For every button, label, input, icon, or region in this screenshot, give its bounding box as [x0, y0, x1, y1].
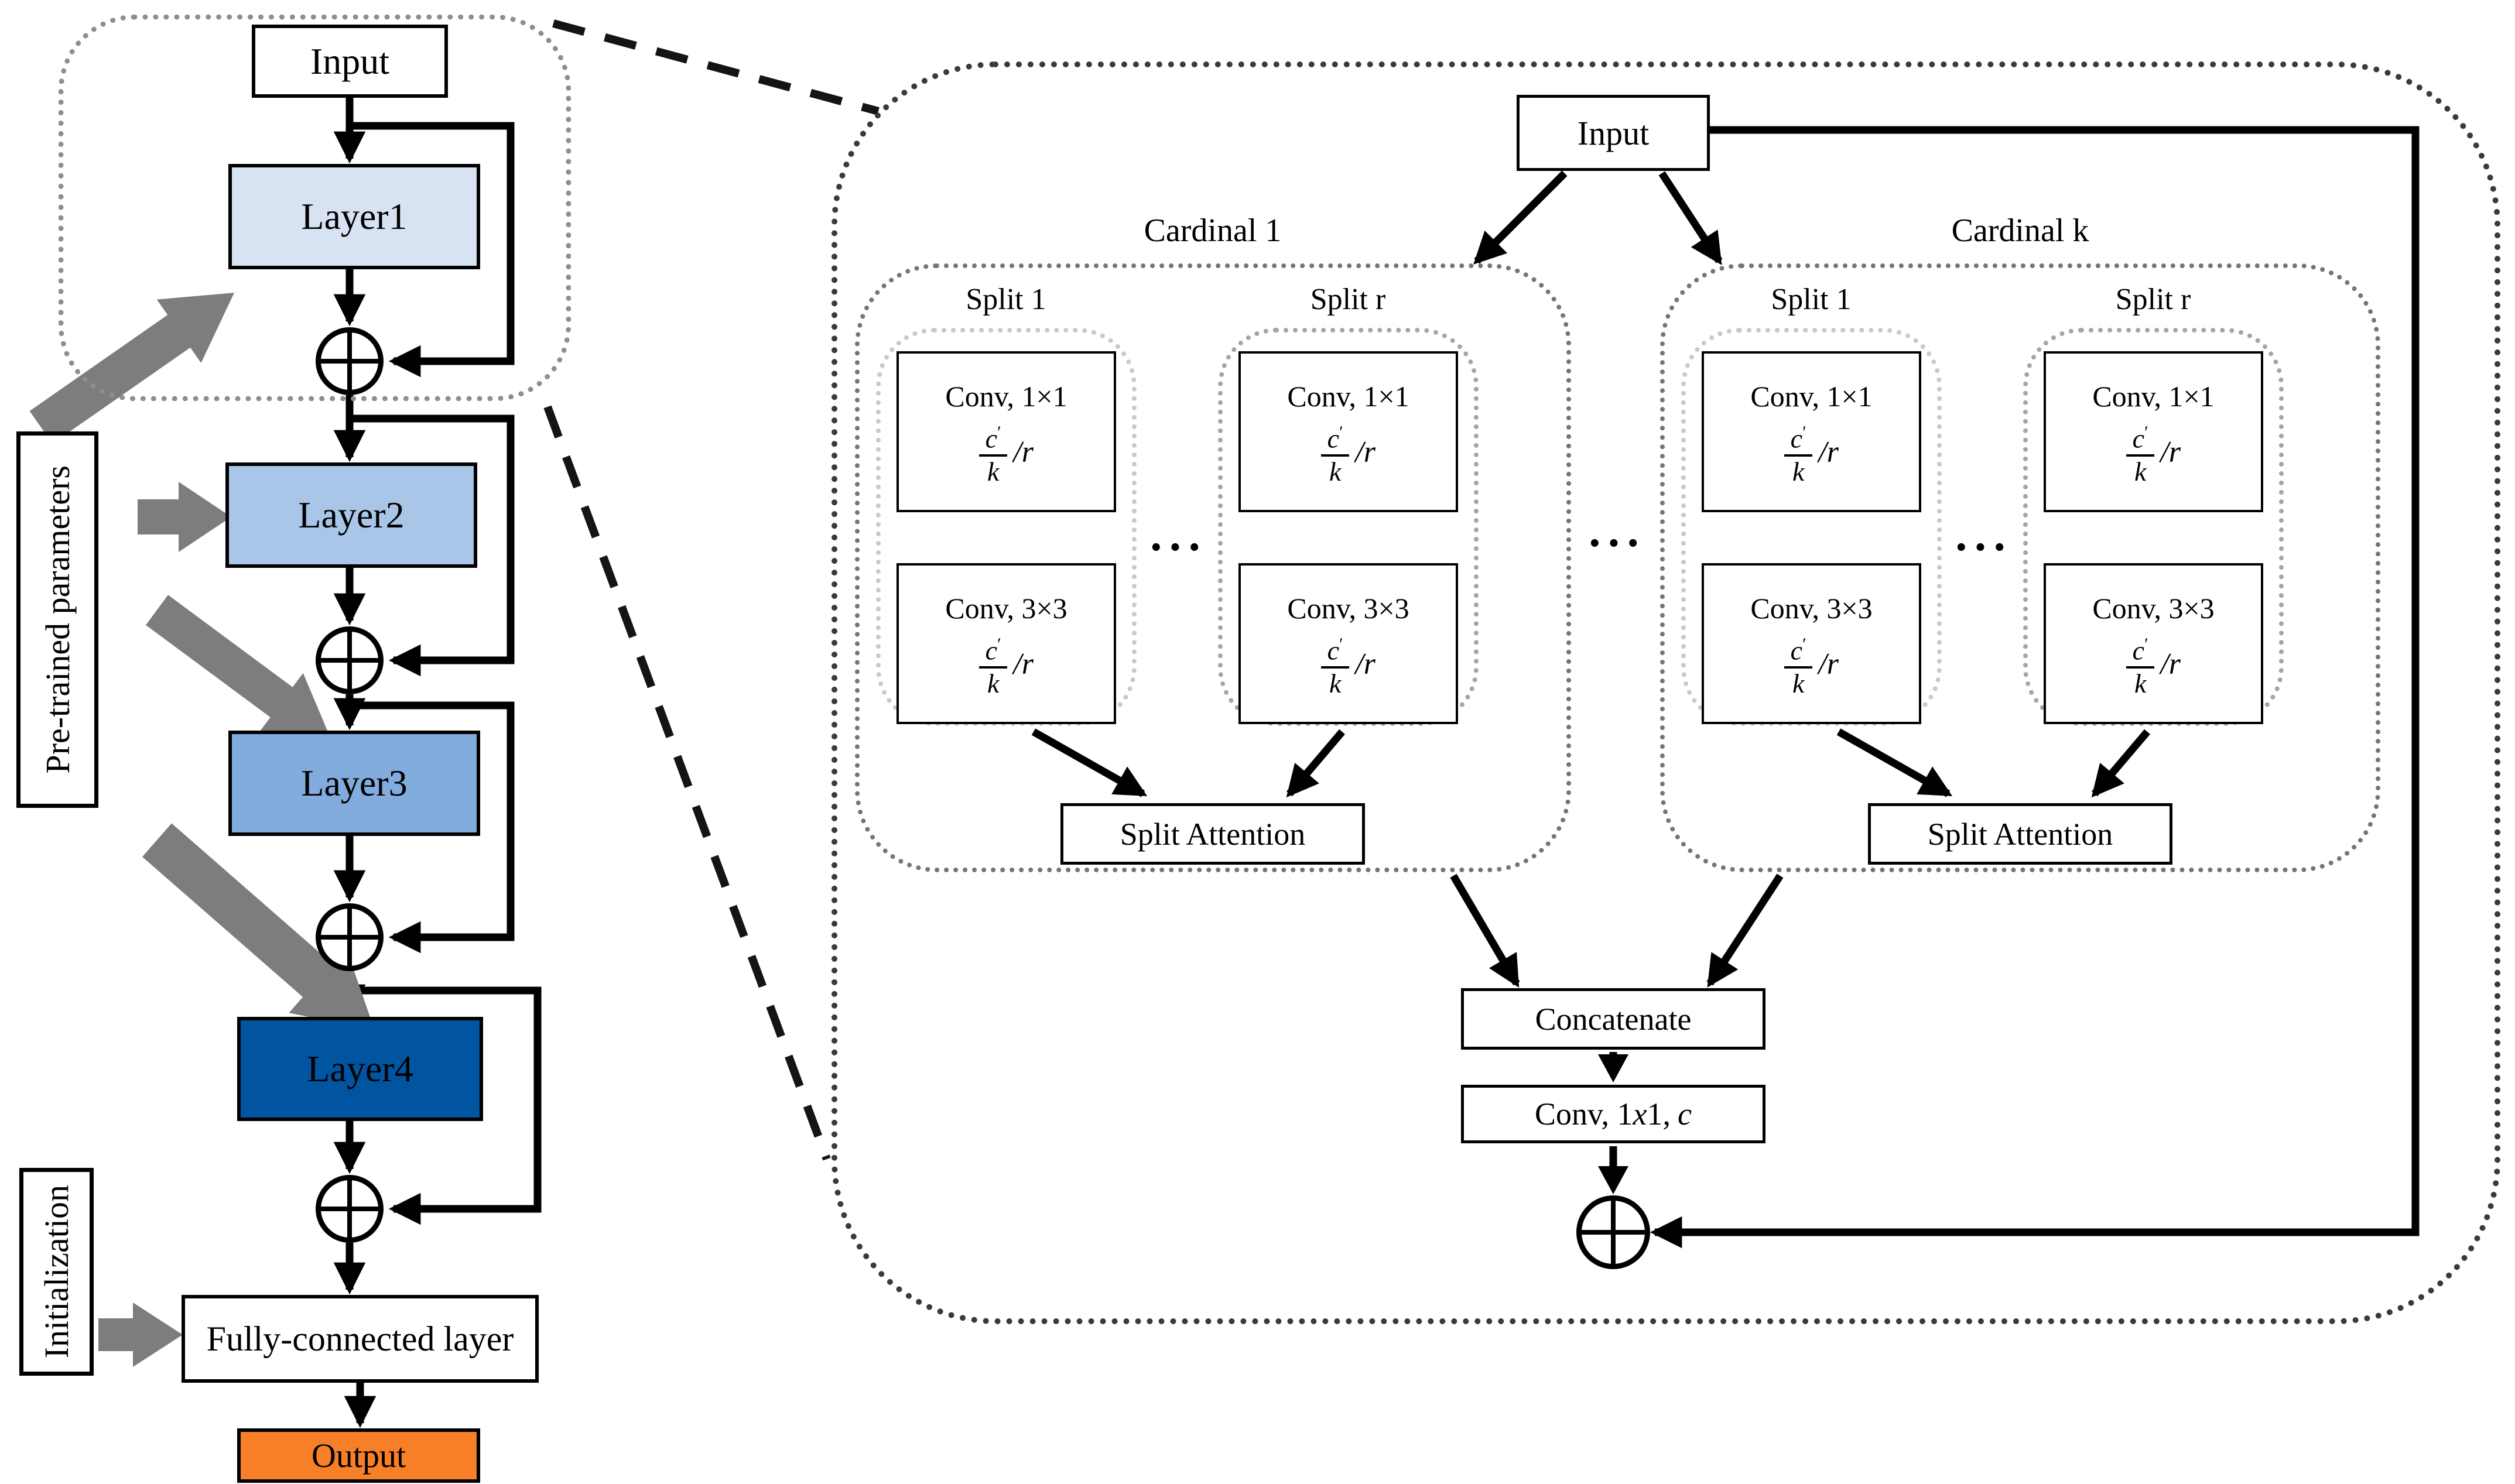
conv3x3-title: Conv, 3×3 — [2092, 592, 2215, 625]
pretrained-arrow-to-layer3 — [146, 595, 331, 739]
right-input-box: Input — [1517, 95, 1710, 171]
skip-around-layer3 — [350, 701, 515, 954]
conv3x3-cksr: Conv, 3×3 c′k /r — [2044, 563, 2263, 724]
channel-fraction: c′k /r — [1784, 629, 1839, 698]
arrow-cardinalk-to-concat — [1706, 873, 1784, 988]
channel-fraction: c′k /r — [978, 417, 1034, 486]
small-arrowheads — [1598, 1054, 1628, 1194]
arrowhead-concat-to-conv — [1598, 1054, 1628, 1082]
arrow-split1-to-attention-c1 — [1031, 728, 1148, 797]
channel-fraction: c′k /r — [2126, 417, 2181, 486]
block-detail-container — [832, 61, 2500, 1324]
left-input-label: Input — [310, 40, 390, 82]
cardinalk-title: Cardinal k — [1951, 213, 2089, 249]
skip-around-layer1 — [350, 122, 515, 378]
conv-1x1-c-label: Conv, 1x1,c — [1535, 1096, 1692, 1132]
conv1x1-c1sr: Conv, 1×1 c′k /r — [1238, 351, 1458, 512]
concatenate-box: Concatenate — [1461, 988, 1765, 1050]
fully-connected-box: Fully-connected layer — [182, 1295, 539, 1383]
conv1x1-cks1: Conv, 1×1 c′k /r — [1702, 351, 1921, 512]
layer4-label: Layer4 — [307, 1048, 413, 1089]
cardinalk-group-box — [1660, 263, 2380, 872]
pretrained-arrow-to-layer2 — [138, 482, 231, 552]
layer1-box: Layer1 — [228, 164, 480, 269]
conv1x1-title: Conv, 1×1 — [2092, 380, 2215, 413]
zoom-link-dashed-lines — [543, 19, 880, 1161]
pretrained-parameters-box: Pre-trained parameters — [16, 431, 98, 808]
output-label: Output — [311, 1437, 406, 1475]
conv1x1-title: Conv, 1×1 — [945, 380, 1067, 413]
add-node-right — [1576, 1195, 1650, 1269]
channel-fraction: c′k /r — [1784, 417, 1839, 486]
channel-fraction: c′k /r — [2126, 629, 2181, 698]
conv1x1-cksr: Conv, 1×1 c′k /r — [2044, 351, 2263, 512]
conv1x1-title: Conv, 1×1 — [1287, 380, 1409, 413]
ellipsis-cardinal1-splits: ··· — [1148, 522, 1206, 573]
arrow-splitr-to-attention-ck — [2091, 729, 2150, 798]
add-node-1 — [316, 327, 384, 395]
split-attention-box-ck: Split Attention — [1868, 803, 2172, 865]
output-box: Output — [237, 1428, 480, 1483]
dashed-link-top — [552, 19, 880, 115]
arrow-input-to-cardinalk — [1658, 171, 1723, 265]
arrow-split1-to-attention-ck — [1836, 728, 1953, 797]
initialization-label: Initialization — [37, 1185, 76, 1359]
cardinal1-splitr-title: Split r — [1310, 283, 1386, 316]
add-node-4 — [316, 1175, 384, 1243]
initialization-box: Initialization — [19, 1168, 94, 1376]
left-flow-lines — [333, 98, 542, 1428]
conv3x3-c1s1: Conv, 3×3 c′k /r — [896, 563, 1116, 724]
layer2-box: Layer2 — [225, 462, 477, 568]
layer3-label: Layer3 — [301, 762, 408, 804]
skip-around-layer4 — [350, 986, 542, 1225]
arrowhead-conv-to-add — [1598, 1166, 1628, 1194]
layer1-label: Layer1 — [301, 196, 408, 237]
split-attention-box-c1: Split Attention — [1060, 803, 1365, 865]
overview-zoom-region-box — [59, 15, 571, 401]
add-node-3 — [316, 903, 384, 971]
cardinal1-group-box — [855, 263, 1571, 872]
arrow-splitr-to-attention-c1 — [1286, 729, 1345, 798]
cardinalk-splitr-title: Split r — [2115, 283, 2191, 316]
right-input-label: Input — [1577, 114, 1650, 152]
conv-1x1-c-box: Conv, 1x1,c — [1461, 1085, 1765, 1143]
conv3x3-title: Conv, 3×3 — [945, 592, 1067, 625]
conv3x3-title: Conv, 3×3 — [1287, 592, 1409, 625]
cardinalk-split1-title: Split 1 — [1771, 283, 1852, 316]
channel-fraction: c′k /r — [978, 629, 1034, 698]
ellipsis-between-cardinals: ··· — [1586, 517, 1645, 569]
conv3x3-cks1: Conv, 3×3 c′k /r — [1702, 563, 1921, 724]
cardinal1-title: Cardinal 1 — [1144, 213, 1282, 249]
right-flow-lines — [1031, 126, 2420, 1249]
layer2-label: Layer2 — [298, 494, 405, 536]
pretrained-parameters-label: Pre-trained parameters — [38, 465, 77, 774]
concatenate-label: Concatenate — [1535, 1001, 1692, 1037]
pretrained-arrow-to-layer4 — [142, 823, 375, 1030]
conv1x1-c1s1: Conv, 1×1 c′k /r — [896, 351, 1116, 512]
layer3-box: Layer3 — [228, 731, 480, 836]
conv3x3-title: Conv, 3×3 — [1750, 592, 1873, 625]
ellipsis-cardinalk-splits: ··· — [1953, 522, 2011, 573]
channel-fraction: c′k /r — [1320, 417, 1375, 486]
cardinal1-split1-title: Split 1 — [966, 283, 1046, 316]
arrow-input-to-cardinal1 — [1473, 170, 1568, 265]
dashed-link-bottom — [543, 405, 831, 1161]
conv1x1-title: Conv, 1×1 — [1750, 380, 1873, 413]
split-attention-label: Split Attention — [1927, 816, 2113, 852]
layer4-box: Layer4 — [237, 1017, 483, 1121]
initialization-arrow-to-fc — [98, 1303, 183, 1367]
add-node-2 — [316, 626, 384, 694]
left-input-box: Input — [252, 25, 448, 98]
channel-fraction: c′k /r — [1320, 629, 1375, 698]
input-skip-connection — [1650, 126, 2420, 1249]
conv3x3-c1sr: Conv, 3×3 c′k /r — [1238, 563, 1458, 724]
fully-connected-label: Fully-connected layer — [206, 1319, 514, 1358]
skip-around-layer2 — [350, 414, 515, 677]
split-attention-label: Split Attention — [1120, 816, 1306, 852]
arrow-cardinal1-to-concat — [1450, 873, 1520, 988]
